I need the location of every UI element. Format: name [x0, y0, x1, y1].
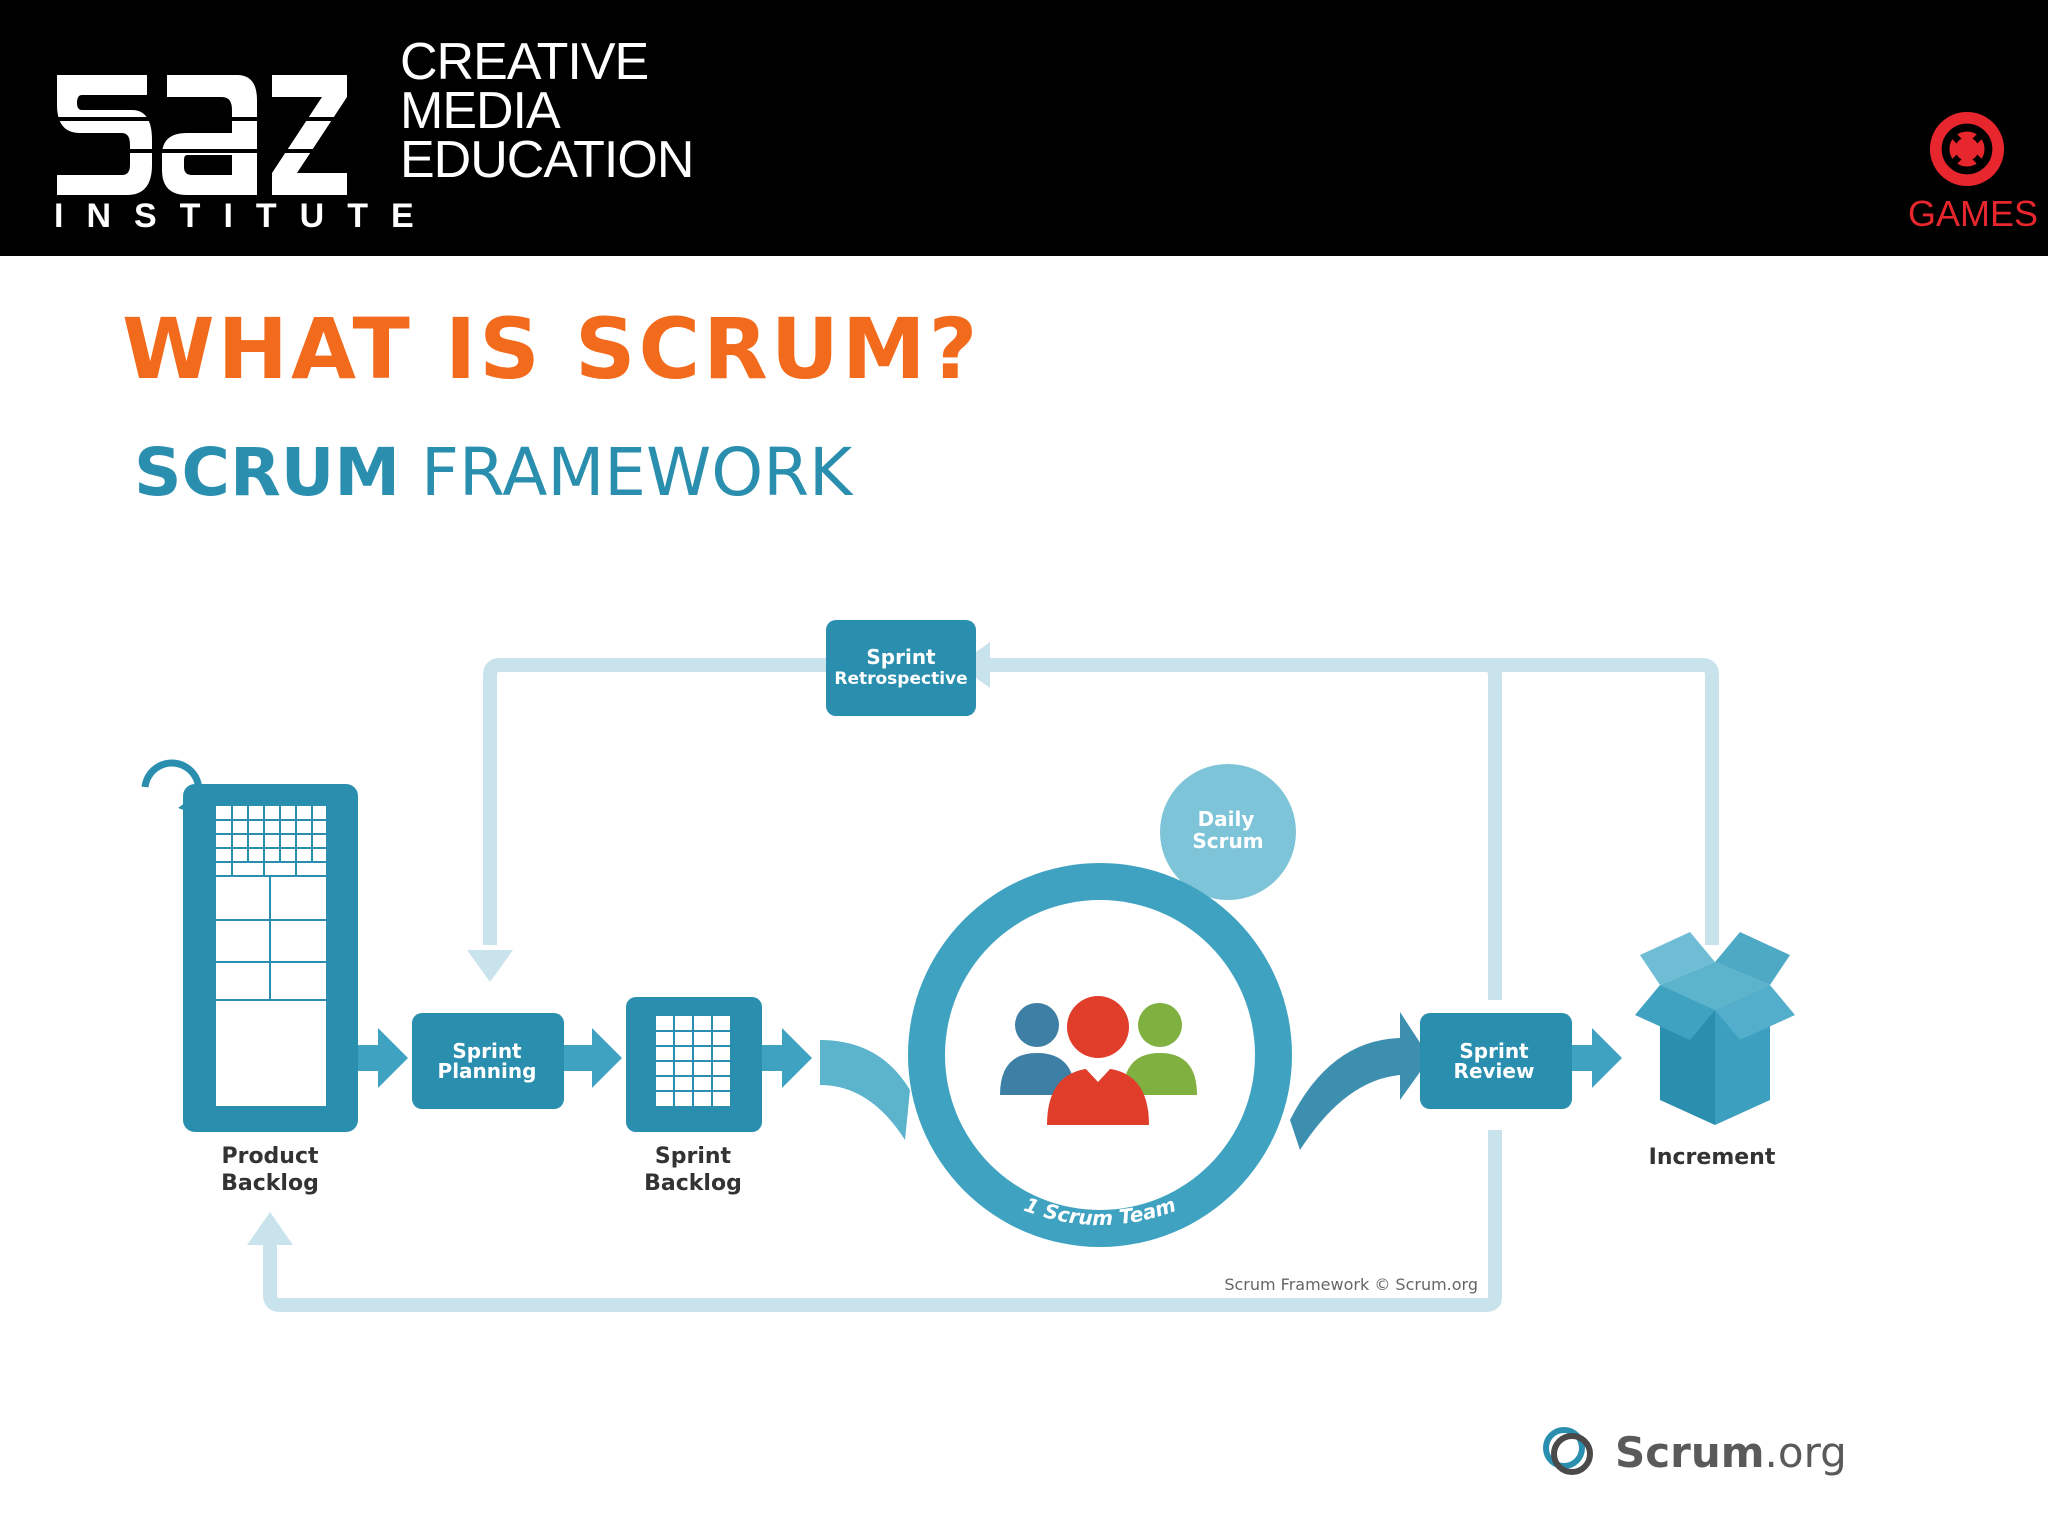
diagram-title: SCRUM FRAMEWORK — [134, 434, 852, 511]
product-backlog-label-2: Backlog — [221, 1171, 319, 1196]
scrum-org-logo-icon — [1543, 1427, 1593, 1475]
flow-arrow — [358, 1028, 408, 1088]
retro-loop-line — [990, 658, 1719, 945]
tagline-line: CREATIVE — [400, 33, 649, 91]
sprint-review-box: Sprint Review — [1420, 1013, 1572, 1109]
sprint-backlog-label-2: Backlog — [644, 1171, 742, 1196]
tagline-line: MEDIA — [400, 82, 561, 140]
daily-scrum-bubble: Daily Scrum — [1160, 764, 1296, 900]
scrum-framework-diagram: Sprint Retrospective Product Backlog Spr… — [141, 620, 1795, 1312]
planning-loop-line — [483, 658, 826, 945]
scrum-org-label: Scrum.org — [1615, 1428, 1847, 1477]
increment-box-icon — [1635, 932, 1795, 1125]
tagline: CREATIVE MEDIA EDUCATION — [400, 33, 694, 189]
games-logo-icon — [1929, 111, 2005, 187]
daily-scrum-label-2: Scrum — [1192, 829, 1263, 853]
backlog-loop-line — [263, 1130, 1502, 1312]
scrum-org-label-bold: Scrum — [1615, 1428, 1765, 1477]
backlog-arrowhead — [247, 1212, 293, 1245]
sae-logo — [52, 75, 352, 195]
product-backlog-label-1: Product — [221, 1144, 319, 1169]
tagline-line: EDUCATION — [400, 131, 694, 189]
sprint-backlog-label-1: Sprint — [655, 1144, 732, 1169]
scrum-team-people-icon — [1000, 996, 1197, 1125]
sprint-review-label-2: Review — [1454, 1059, 1535, 1083]
feedback-loop-lines — [263, 658, 1719, 1312]
sprint-review-label-1: Sprint — [1459, 1039, 1529, 1063]
institute-label: INSTITUTE — [54, 197, 437, 235]
scrum-org-label-rest: .org — [1764, 1428, 1847, 1477]
review-loop-line — [1000, 658, 1502, 1000]
flow-arrow — [1572, 1028, 1622, 1088]
sprint-swoosh-in — [820, 1040, 910, 1140]
flow-arrow — [564, 1028, 622, 1088]
increment-label: Increment — [1649, 1145, 1776, 1170]
sprint-planning-label-1: Sprint — [452, 1039, 522, 1063]
header-bar: INSTITUTE CREATIVE MEDIA EDUCATION GAMES — [0, 0, 2048, 256]
page-title: WHAT IS SCRUM? — [122, 300, 981, 398]
sprint-planning-box: Sprint Planning — [412, 1013, 564, 1109]
sprint-planning-label-2: Planning — [438, 1059, 537, 1083]
diagram-title-bold: SCRUM — [134, 434, 401, 511]
sprint-swoosh-out — [1290, 1012, 1430, 1150]
flow-arrow — [762, 1028, 812, 1088]
daily-scrum-label-1: Daily — [1198, 807, 1255, 831]
sprint-retrospective-label-1: Sprint — [866, 645, 936, 669]
sprint-retrospective-label-2: Retrospective — [834, 669, 967, 689]
product-backlog-icon — [141, 759, 358, 1132]
flow-arrows — [358, 1028, 1622, 1088]
sprint-retrospective-box: Sprint Retrospective — [826, 620, 976, 716]
diagram-credit: Scrum Framework © Scrum.org — [1224, 1275, 1478, 1294]
sprint-backlog-icon — [626, 997, 762, 1132]
games-label: GAMES — [1908, 193, 2039, 234]
diagram-title-rest: FRAMEWORK — [421, 434, 853, 511]
planning-arrowhead — [467, 950, 513, 982]
